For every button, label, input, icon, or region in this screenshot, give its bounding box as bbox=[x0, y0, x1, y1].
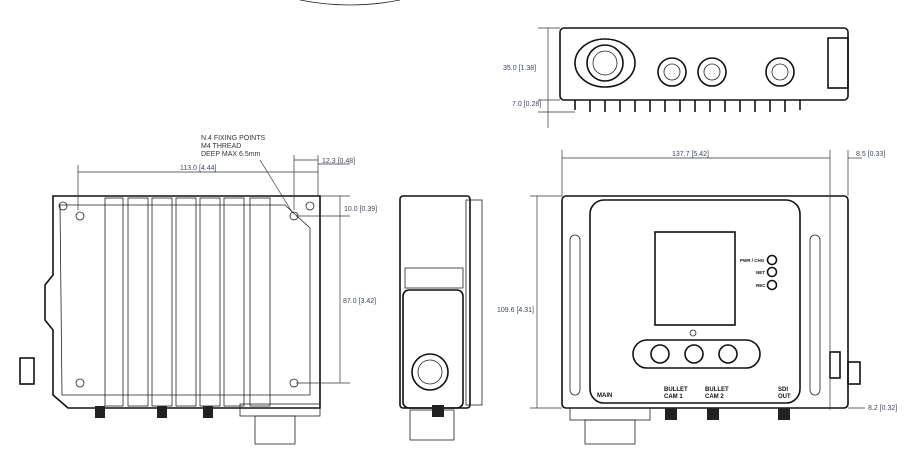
connector-panel bbox=[632, 339, 761, 369]
right-rail bbox=[809, 234, 821, 396]
left-rail bbox=[569, 234, 581, 396]
connector-icon bbox=[157, 406, 167, 418]
display-screen bbox=[654, 231, 736, 326]
bnc-connector-icon bbox=[657, 57, 687, 87]
side-latch bbox=[404, 267, 464, 289]
main-connector-flange bbox=[574, 38, 636, 88]
main-connector bbox=[584, 419, 636, 445]
fin bbox=[199, 197, 221, 407]
main-connector-inner bbox=[592, 50, 618, 76]
annotation-line3: DEEP MAX 6.5mm bbox=[201, 151, 261, 158]
fin bbox=[249, 197, 271, 407]
fixing-hole-icon bbox=[75, 211, 85, 221]
led-label-net: NET bbox=[756, 270, 765, 275]
front-view bbox=[561, 195, 861, 445]
connector-icon bbox=[665, 408, 677, 420]
knob-icon bbox=[19, 357, 35, 385]
fin bbox=[151, 197, 173, 407]
bnc-connector-icon bbox=[718, 344, 738, 364]
bnc-connector-inner bbox=[771, 63, 789, 81]
bnc-connector-icon bbox=[765, 57, 795, 87]
connector-base bbox=[569, 407, 651, 421]
connector-icon bbox=[432, 405, 444, 417]
dim-left-height: 87.0 [3.42] bbox=[343, 298, 376, 305]
fixing-hole-icon bbox=[75, 378, 85, 388]
cooling-fins bbox=[574, 100, 801, 112]
port-label-main: MAIN bbox=[597, 393, 612, 399]
connector-icon bbox=[707, 408, 719, 420]
left-view bbox=[19, 195, 321, 445]
bnc-connector-inner bbox=[663, 63, 681, 81]
knob-icon bbox=[827, 37, 849, 89]
left-dimensions bbox=[77, 155, 350, 384]
side-rear-plate bbox=[465, 199, 483, 406]
knob-icon bbox=[411, 353, 449, 391]
front-body-outline bbox=[561, 195, 849, 409]
dim-front-height: 109.6 [4.31] bbox=[497, 307, 534, 314]
front-dimensions bbox=[530, 150, 865, 410]
dim-front-offset-bottom: 8.2 [0.32] bbox=[868, 405, 897, 412]
cooling-fins bbox=[104, 197, 271, 407]
dim-left-offset-x: 12.3 [0.48] bbox=[322, 158, 355, 165]
screw-icon bbox=[58, 201, 68, 211]
fin bbox=[175, 197, 197, 407]
bnc-connector-inner bbox=[703, 63, 721, 81]
side-view bbox=[399, 195, 483, 441]
annotation-line1: N.4 FIXING POINTS bbox=[201, 135, 266, 142]
connector-icon bbox=[95, 406, 105, 418]
port-label-cam2-b: CAM 2 bbox=[705, 394, 724, 400]
port-label-sdi-a: SDI bbox=[778, 387, 788, 393]
main-connector bbox=[254, 415, 296, 445]
led-pwr-icon bbox=[766, 254, 778, 266]
dim-top-fins: 7.0 [0.28] bbox=[512, 101, 541, 108]
port-label-cam1-a: BULLET bbox=[664, 387, 688, 393]
left-body-outline bbox=[44, 195, 321, 409]
left-body-inset bbox=[59, 204, 311, 396]
bnc-connector-icon bbox=[650, 344, 670, 364]
port-label-cam2-a: BULLET bbox=[705, 387, 729, 393]
led-rec-icon bbox=[766, 279, 778, 291]
connector-icon bbox=[778, 408, 790, 420]
dim-left-width: 113.0 [4.44] bbox=[180, 165, 217, 172]
fin bbox=[104, 197, 124, 407]
connector-icon bbox=[203, 406, 213, 418]
dim-top-height: 35.0 [1.38] bbox=[503, 65, 536, 72]
power-icon bbox=[689, 329, 697, 337]
top-dimensions bbox=[538, 27, 575, 128]
port-label-sdi-b: OUT bbox=[778, 394, 791, 400]
front-panel bbox=[589, 199, 801, 404]
fin bbox=[127, 197, 149, 407]
fin bbox=[223, 197, 245, 407]
dim-front-offset-right: 8.5 [0.33] bbox=[856, 151, 885, 158]
bnc-connector-icon bbox=[684, 344, 704, 364]
bnc-connector-icon bbox=[697, 57, 727, 87]
led-label-pwr: PWR / CHG bbox=[740, 258, 765, 263]
main-connector-icon bbox=[586, 44, 624, 82]
top-edge bbox=[299, 0, 401, 6]
port-label-cam1-b: CAM 1 bbox=[664, 394, 683, 400]
dim-left-offset-y: 10.0 [0.39] bbox=[344, 206, 377, 213]
side-body-outline bbox=[399, 195, 471, 409]
top-view bbox=[559, 27, 849, 112]
annotation-line2: M4 THREAD bbox=[201, 143, 241, 150]
dim-front-width: 137.7 [5.42] bbox=[672, 151, 709, 158]
fixing-points bbox=[58, 201, 315, 388]
screw-icon bbox=[305, 201, 315, 211]
knob-inner bbox=[417, 359, 443, 385]
led-net-icon bbox=[766, 266, 778, 278]
led-label-rec: REC bbox=[756, 283, 766, 288]
knob-cap bbox=[847, 361, 861, 385]
knob-icon bbox=[829, 351, 841, 379]
leader-line bbox=[259, 159, 293, 213]
